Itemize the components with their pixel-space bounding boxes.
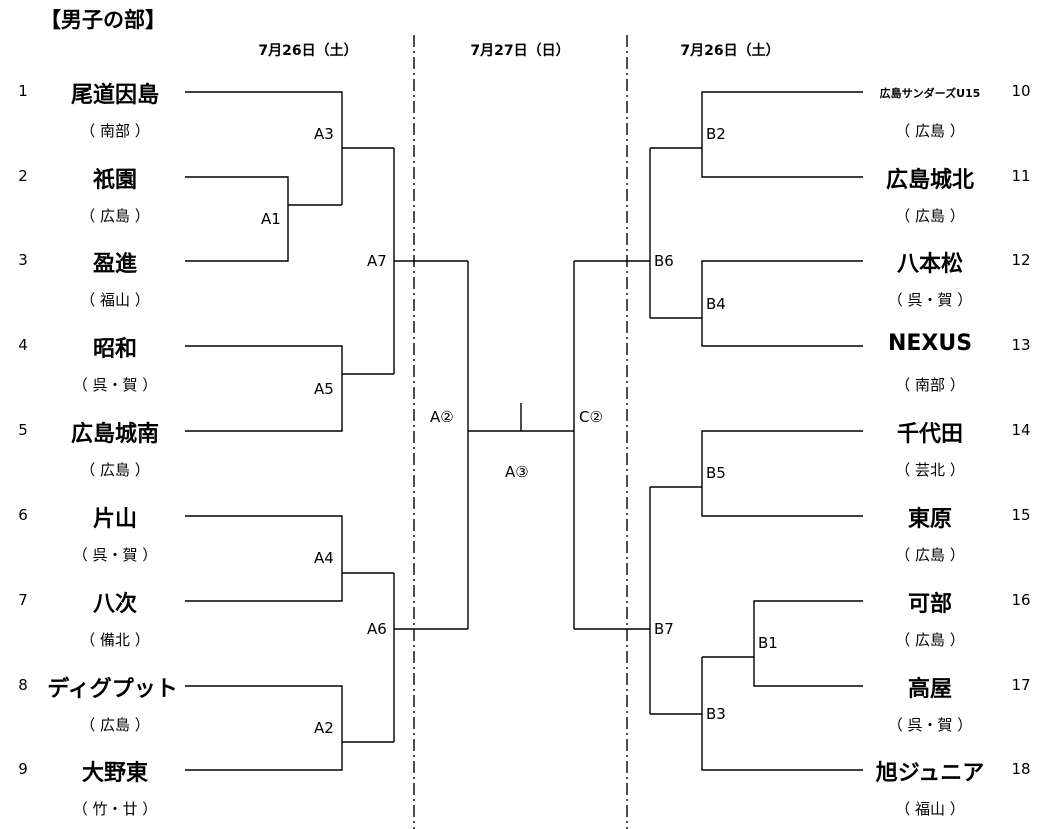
team-region: （ 広島 ） [80, 461, 150, 479]
team-number: 8 [18, 676, 28, 694]
team-region: （ 広島 ） [895, 122, 965, 140]
match-label-a4: A4 [314, 549, 334, 567]
team-region: （ 備北 ） [80, 631, 150, 649]
team-name: 盈進 [92, 252, 137, 277]
team-name: 八次 [92, 592, 137, 617]
team-number: 9 [18, 760, 28, 778]
team-number: 5 [18, 421, 28, 439]
team-region: （ 広島 ） [80, 207, 150, 225]
match-label-a1: A1 [261, 210, 281, 228]
team-number: 2 [18, 167, 28, 185]
match-label-final: A③ [505, 463, 529, 481]
match-label-a5: A5 [314, 380, 334, 398]
team-region: （ 広島 ） [895, 631, 965, 649]
team-name: 千代田 [896, 422, 963, 447]
line-a3 [185, 91, 343, 205]
match-label-a7: A7 [367, 252, 387, 270]
line-b1 [753, 600, 863, 687]
line-a4 [185, 515, 343, 602]
team-number: 11 [1011, 167, 1031, 185]
team-name: 広島城南 [70, 422, 159, 447]
team-region: （ 福山 ） [80, 291, 150, 309]
line-b4 [701, 260, 863, 347]
date-right: 7月26日（土） [680, 43, 780, 59]
team-number: 17 [1011, 676, 1031, 694]
line-a1 [185, 176, 289, 262]
team-name: 昭和 [92, 337, 137, 362]
line-a2 [185, 685, 343, 771]
team-number: 16 [1011, 591, 1031, 609]
team-region: （ 呉・賀 ） [887, 291, 973, 309]
team-region: （ 福山 ） [895, 800, 965, 818]
team-number: 10 [1011, 82, 1031, 100]
line-b5 [701, 430, 863, 517]
match-label-b3: B3 [706, 705, 726, 723]
match-label-b1: B1 [758, 634, 778, 652]
team-region: （ 広島 ） [895, 546, 965, 564]
team-region: （ 南部 ） [80, 122, 150, 140]
team-region: （ 呉・賀 ） [72, 376, 158, 394]
match-label-a6: A6 [367, 620, 387, 638]
team-region: （ 広島 ） [895, 207, 965, 225]
team-name: ディグプット [47, 677, 178, 702]
line-a5 [185, 345, 343, 432]
team-region: （ 南部 ） [895, 376, 965, 394]
team-number: 13 [1011, 336, 1031, 354]
line-b2 [701, 91, 863, 178]
page-title: 【男子の部】 [40, 8, 166, 32]
team-name: 八本松 [896, 252, 963, 277]
team-name: 東原 [907, 507, 952, 532]
team-region: （ 呉・賀 ） [887, 716, 973, 734]
match-label-a3: A3 [314, 125, 334, 143]
team-number: 3 [18, 251, 28, 269]
match-label-b7: B7 [654, 620, 674, 638]
team-name: 可部 [907, 592, 952, 617]
match-label-a-semi: A② [430, 408, 454, 426]
team-number: 4 [18, 336, 28, 354]
match-label-a2: A2 [314, 719, 334, 737]
match-label-b5: B5 [706, 464, 726, 482]
team-number: 6 [18, 506, 28, 524]
team-name: 広島サンダーズU15 [879, 87, 981, 100]
team-region: （ 竹・廿 ） [72, 800, 158, 818]
match-label-b4: B4 [706, 295, 726, 313]
team-name: 高屋 [907, 677, 952, 702]
team-number: 14 [1011, 421, 1031, 439]
team-number: 18 [1011, 760, 1031, 778]
match-label-b2: B2 [706, 125, 726, 143]
team-name: 広島城北 [885, 168, 974, 193]
team-name: 片山 [92, 507, 137, 532]
team-name: NEXUS [887, 331, 973, 356]
match-label-b6: B6 [654, 252, 674, 270]
team-region: （ 広島 ） [80, 716, 150, 734]
team-region: （ 芸北 ） [895, 461, 965, 479]
date-left: 7月26日（土） [258, 43, 358, 59]
team-number: 1 [18, 82, 28, 100]
match-label-c-semi: C② [579, 408, 603, 426]
line-b3 [701, 657, 863, 771]
date-center: 7月27日（日） [470, 43, 570, 59]
team-name: 旭ジュニア [875, 761, 985, 786]
team-name: 大野東 [81, 761, 148, 786]
team-number: 12 [1011, 251, 1031, 269]
team-number: 7 [18, 591, 28, 609]
team-name: 祇園 [92, 168, 137, 193]
team-name: 尾道因島 [70, 83, 159, 108]
team-number: 15 [1011, 506, 1031, 524]
team-region: （ 呉・賀 ） [72, 546, 158, 564]
